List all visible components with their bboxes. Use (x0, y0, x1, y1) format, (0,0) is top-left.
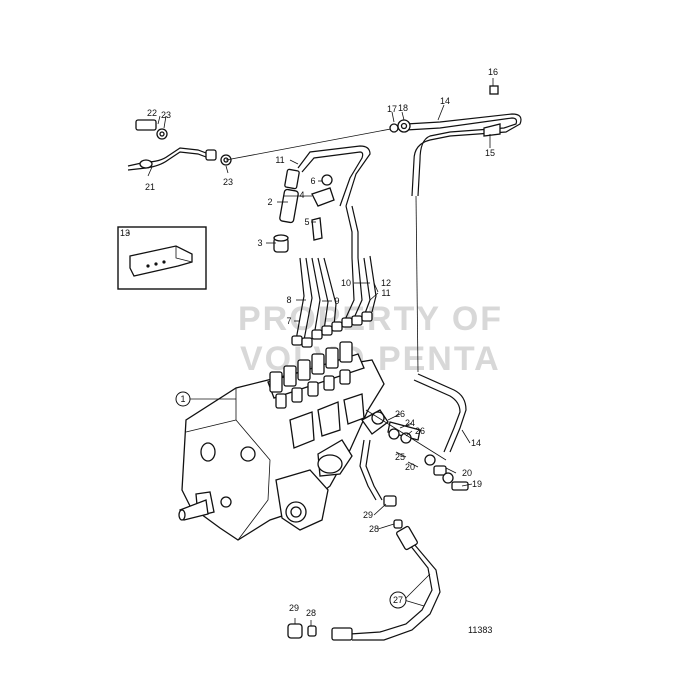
callout-11-right: 11 (381, 288, 390, 298)
callout-circle-1 (175, 391, 191, 407)
fuel-line-upper (389, 85, 522, 373)
callout-24: 24 (405, 418, 415, 428)
leak-off-pipe (297, 145, 371, 207)
callout-4: 4 (299, 190, 304, 200)
callout-3: 3 (257, 238, 262, 248)
callout-12: 12 (381, 278, 391, 288)
callout-14-top: 14 (440, 96, 450, 106)
callout-17: 17 (387, 104, 397, 114)
callout-22: 22 (147, 108, 157, 118)
callout-14-lower: 14 (471, 438, 481, 448)
injection-pump-body (178, 359, 389, 541)
injector-assembly (273, 168, 300, 253)
callout-28-upper: 28 (369, 524, 379, 534)
inset-box-bracket (117, 226, 207, 290)
callout-26-right: 26 (415, 426, 425, 436)
callout-1: 1 (180, 394, 185, 404)
callout-20-left: 20 (405, 462, 415, 472)
callout-6: 6 (310, 176, 315, 186)
leader-lines (126, 78, 494, 626)
callout-23-bottom: 23 (223, 177, 233, 187)
drawing-number: 11383 (468, 625, 492, 635)
callout-28-lower: 28 (306, 608, 316, 618)
callout-11-top: 11 (275, 155, 284, 165)
callout-27: 27 (393, 595, 403, 605)
callout-23-top: 23 (161, 110, 171, 120)
callout-29-lower: 29 (289, 603, 299, 613)
callout-labels: 1 2 3 4 5 6 7 8 9 10 11 11 12 13 14 14 1… (120, 67, 498, 618)
callout-15: 15 (485, 148, 495, 158)
callout-13: 13 (120, 228, 130, 238)
callout-8: 8 (286, 295, 291, 305)
callout-20-right: 20 (462, 468, 472, 478)
callout-21: 21 (145, 182, 155, 192)
return-pipe-left (127, 119, 397, 171)
callout-10: 10 (341, 278, 351, 288)
callout-19: 19 (472, 479, 482, 489)
callout-2: 2 (267, 197, 272, 207)
callout-7: 7 (286, 316, 291, 326)
fuel-hose-assembly (287, 439, 441, 641)
callout-29-upper: 29 (363, 510, 373, 520)
delivery-valve-holders (267, 341, 365, 409)
callout-9: 9 (334, 296, 339, 306)
callout-18: 18 (398, 103, 408, 113)
watermark: PROPERTY OF VOLVO PENTA (238, 300, 501, 378)
callout-25: 25 (395, 452, 405, 462)
clamp-parts (311, 174, 335, 241)
callout-circle-27 (389, 591, 407, 609)
fuel-line-lower (365, 373, 469, 491)
callout-26-top: 26 (395, 409, 405, 419)
callout-5: 5 (304, 217, 309, 227)
callout-16: 16 (488, 67, 498, 77)
